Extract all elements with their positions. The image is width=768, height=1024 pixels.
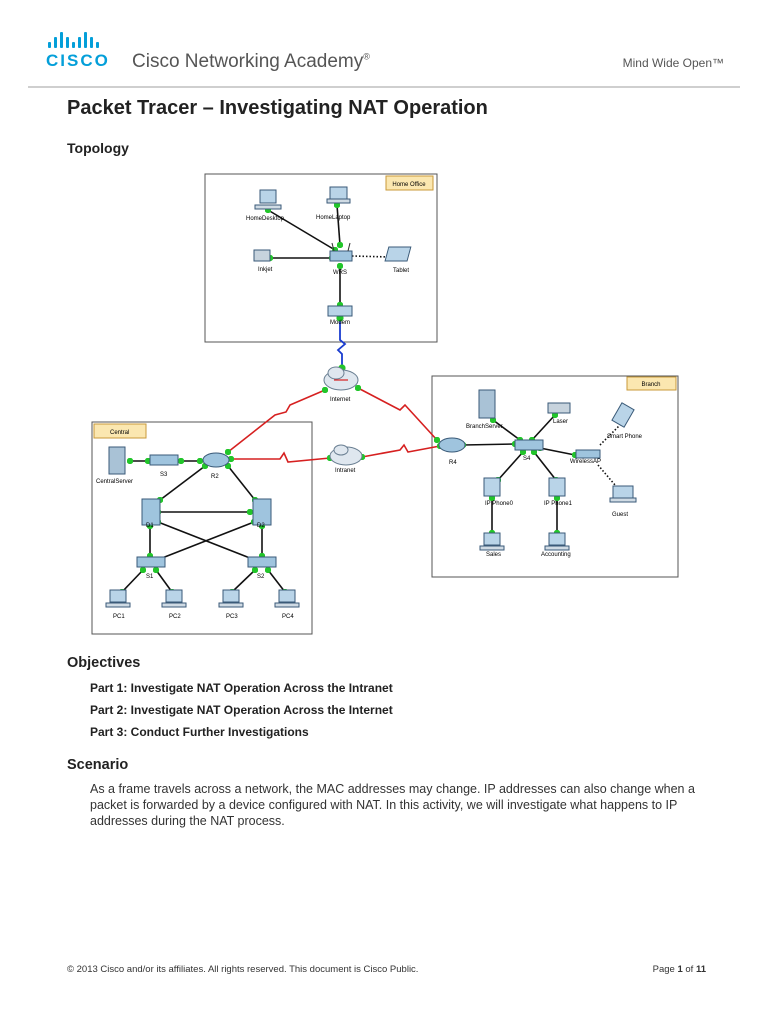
s4-label: S4 [523, 456, 531, 462]
sales-label: Sales [486, 552, 501, 558]
wireless-link-phone [599, 424, 621, 446]
branch-server-device[interactable]: BranchServer [466, 389, 503, 430]
header-divider [28, 86, 740, 88]
d1-label: D1 [146, 523, 154, 529]
objective-item: Part 2: Investigate NAT Operation Across… [90, 703, 393, 717]
pc4-device[interactable]: PC4 [274, 589, 300, 620]
ip-phone0-label: IP Phone0 [485, 501, 514, 507]
cisco-logo: CISCO [46, 32, 108, 70]
wireless-link-guest [597, 464, 616, 486]
tablet-label: Tablet [393, 268, 409, 274]
objective-item: Part 1: Investigate NAT Operation Across… [90, 681, 393, 695]
s3-label: S3 [160, 472, 168, 478]
topology-heading: Topology [67, 140, 129, 156]
modem-device[interactable]: Modem [327, 305, 353, 326]
central-label: Central [110, 430, 129, 436]
objectives-heading: Objectives [67, 655, 141, 671]
document-title: Packet Tracer – Investigating NAT Operat… [67, 97, 488, 119]
accounting-pc-device[interactable]: Accounting [541, 532, 571, 558]
s4-switch-device[interactable]: S4 [514, 439, 544, 462]
wrs-router-device[interactable]: WRS [329, 242, 353, 276]
central-server-label: CentralServer [96, 479, 133, 485]
pc1-label: PC1 [113, 614, 125, 620]
laser-label: Laser [553, 419, 568, 425]
central-tag [93, 423, 147, 439]
tablet-device[interactable]: Tablet [384, 246, 412, 274]
sales-pc-device[interactable]: Sales [479, 532, 505, 558]
branch-server-label: BranchServer [466, 424, 503, 430]
s1-switch-device[interactable]: S1 [136, 556, 166, 580]
d2-label: D2 [257, 523, 265, 529]
s1-label: S1 [146, 574, 154, 580]
page-number: Page 1 of 11 [652, 964, 706, 975]
pc2-device[interactable]: PC2 [161, 589, 187, 620]
laser-printer-device[interactable]: Laser [547, 402, 571, 425]
d2-switch-device[interactable]: D2 [252, 498, 272, 529]
pc1-device[interactable]: PC1 [105, 589, 131, 620]
branch-tag [626, 376, 677, 391]
accounting-label: Accounting [541, 552, 571, 558]
s2-switch-device[interactable]: S2 [247, 556, 277, 580]
inkjet-device[interactable]: Inkjet [253, 249, 273, 273]
guest-label: Guest [612, 512, 628, 518]
pc3-device[interactable]: PC3 [218, 589, 244, 620]
r2-label: R2 [211, 474, 219, 480]
cisco-logo-bars-icon [48, 32, 99, 48]
page-header: CISCO Cisco Networking Academy® Mind Wid… [0, 0, 768, 88]
cisco-wordmark: CISCO [46, 51, 110, 70]
wireless-ap-label: WirelessAP [570, 459, 601, 465]
wireless-ap-device[interactable]: WirelessAP [570, 449, 601, 465]
home-laptop-device[interactable]: HomeLaptop [316, 186, 351, 221]
topology-diagram: Home Office Branch Central [91, 173, 679, 635]
ip-phone0-device[interactable]: IP Phone0 [483, 477, 514, 507]
wireless-link-tablet [351, 255, 391, 258]
wrs-label: WRS [333, 270, 347, 276]
modem-label: Modem [330, 320, 350, 326]
d1-switch-device[interactable]: D1 [141, 498, 161, 529]
modem-link [336, 314, 347, 372]
scenario-paragraph: As a frame travels across a network, the… [90, 782, 695, 828]
smart-phone-label: Smart Phone [607, 434, 643, 440]
home-desktop-label: HomeDesktop [246, 216, 285, 222]
academy-name: Cisco Networking Academy® [132, 51, 370, 72]
r4-router-device[interactable]: R4 [438, 437, 466, 466]
intranet-label: Intranet [335, 468, 356, 474]
internet-label: Internet [330, 397, 351, 403]
pc4-label: PC4 [282, 614, 294, 620]
branch-label: Branch [641, 382, 660, 388]
guest-laptop-device[interactable]: Guest [609, 485, 637, 518]
inkjet-label: Inkjet [258, 267, 273, 273]
central-server-device[interactable]: CentralServer [96, 446, 133, 485]
tagline: Mind Wide Open™ [622, 56, 724, 70]
intranet-cloud[interactable]: Intranet [329, 444, 363, 474]
objective-item: Part 3: Conduct Further Investigations [90, 725, 309, 739]
home-laptop-label: HomeLaptop [316, 215, 351, 221]
scenario-heading: Scenario [67, 757, 129, 773]
ip-phone1-device[interactable]: IP Phone1 [544, 477, 573, 507]
home-desktop-device[interactable]: HomeDesktop [246, 189, 285, 222]
smart-phone-device[interactable]: Smart Phone [607, 402, 643, 440]
pc2-label: PC2 [169, 614, 181, 620]
r4-label: R4 [449, 460, 457, 466]
s2-label: S2 [257, 574, 265, 580]
internet-cloud[interactable]: Internet [323, 366, 359, 403]
footer-copyright: © 2013 Cisco and/or its affiliates. All … [67, 964, 419, 975]
pc3-label: PC3 [226, 614, 238, 620]
r2-router-device[interactable]: R2 [202, 452, 230, 480]
s3-switch-device[interactable]: S3 [149, 454, 179, 478]
home-office-label: Home Office [392, 182, 426, 188]
ip-phone1-label: IP Phone1 [544, 501, 573, 507]
home-office-tag [385, 175, 434, 191]
